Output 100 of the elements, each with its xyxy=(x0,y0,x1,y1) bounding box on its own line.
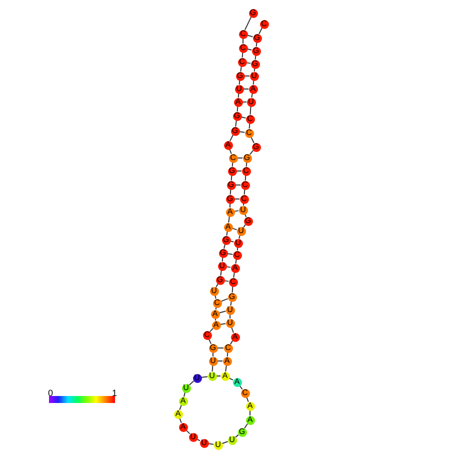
backbone-line xyxy=(250,106,252,115)
backbone-line xyxy=(230,175,232,181)
nucleotide-circle: C xyxy=(238,58,246,66)
nucleotide-circle: C xyxy=(240,388,250,398)
nucleotide-circle: U xyxy=(236,226,246,236)
nucleotide-circle: C xyxy=(242,166,250,176)
nucleotide-circle: C xyxy=(260,20,268,28)
nucleotide-circle: U xyxy=(208,372,216,380)
nucleotide-circle: U xyxy=(226,318,234,328)
nucleotide-circle: C xyxy=(224,344,232,352)
nucleotide-circle: G xyxy=(230,126,240,136)
backbone-line xyxy=(248,123,250,129)
nucleotide-circle: G xyxy=(226,194,234,204)
nucleotide-circle: U xyxy=(208,356,218,366)
nucleotide-circle: A xyxy=(246,402,254,410)
base-pair-line xyxy=(234,198,240,200)
nucleotide-circle: U xyxy=(188,432,198,442)
nucleotide-circle: G xyxy=(228,292,236,302)
nucleotide-circle: C xyxy=(238,44,248,52)
nucleotide-circle: C xyxy=(244,128,254,138)
nucleotide-circle: A xyxy=(224,140,232,150)
nucleotide-circle: G xyxy=(222,236,230,244)
nucleotide-circle: C xyxy=(238,30,248,38)
backbone-line xyxy=(230,340,234,345)
nucleotide-circle: G xyxy=(252,34,262,42)
nucleotide-circle: G xyxy=(232,112,242,120)
base-pair-line xyxy=(232,228,238,230)
nucleotide-circle: U xyxy=(234,84,244,94)
scale-label: 0 xyxy=(48,389,54,398)
nucleotide-circle: A xyxy=(234,98,242,106)
nucleotide-circle: A xyxy=(212,320,220,330)
nucleotide-circle: A xyxy=(248,84,258,94)
nucleotide-circle: C xyxy=(228,278,238,286)
backbone-line xyxy=(236,106,238,112)
nucleotide-circle: A xyxy=(210,310,220,318)
nucleotide-circle: A xyxy=(178,396,188,406)
nucleotide-circle: A xyxy=(224,222,232,232)
backbone-line xyxy=(244,16,252,30)
nucleotide-circle: U xyxy=(182,384,190,392)
backbone-line xyxy=(222,441,228,444)
nucleotide-circle: U xyxy=(234,238,242,248)
nucleotide-circle: C xyxy=(232,250,242,260)
nucleotide-circle: U xyxy=(192,374,202,382)
nucleotide-circle: A xyxy=(222,356,232,366)
nucleotide-circle: U xyxy=(238,206,248,214)
base-pair-line xyxy=(218,310,226,314)
nucleotide-circle: G xyxy=(236,72,244,80)
backbone-line xyxy=(210,328,214,332)
nucleotide-circle: C xyxy=(240,194,248,204)
nucleotide-circle: C xyxy=(212,298,222,308)
backbone-line xyxy=(244,175,246,181)
nucleotide-circle: U xyxy=(200,438,208,448)
backbone-line xyxy=(231,326,234,334)
backbone-line xyxy=(179,404,182,410)
nucleotide-circle: A xyxy=(246,416,254,424)
base-pair-line xyxy=(236,170,242,172)
nucleotide-circle: G xyxy=(226,180,236,190)
nucleotide-circle: G xyxy=(238,428,246,436)
backbone-line xyxy=(244,189,246,195)
nucleotide-circle: G xyxy=(252,46,260,56)
base-pair-line xyxy=(217,360,223,362)
backbone-line xyxy=(242,52,244,58)
nucleotide-circle: U xyxy=(246,98,256,106)
nucleotide-circle: C xyxy=(240,180,250,190)
backbone-line xyxy=(212,365,214,372)
nucleotide-circle: A xyxy=(232,378,242,386)
nucleotide-circle: U xyxy=(250,72,258,80)
backbone-line xyxy=(188,380,194,386)
nucleotide-circle: C xyxy=(228,154,238,162)
scale-label: 1 xyxy=(112,389,118,398)
nucleotide-circle: U xyxy=(218,262,226,270)
backbone-line xyxy=(214,318,216,322)
nucleotide-circle: G xyxy=(244,216,252,226)
nucleotide-circle: A xyxy=(220,372,230,380)
nucleotide-circle: A xyxy=(178,422,188,432)
nucleotide-circle: G xyxy=(250,60,260,68)
base-pair-line xyxy=(243,88,249,90)
nucleotide-circle: U xyxy=(228,436,236,444)
nucleotide-circle: A xyxy=(174,410,182,418)
nucleotide-circle: G xyxy=(242,154,252,162)
backbone-line xyxy=(242,38,244,44)
base-pair-line xyxy=(235,184,241,186)
nucleotide-circle: U xyxy=(214,440,222,450)
nucleotide-circle: G xyxy=(228,166,236,176)
nucleotide-circle: A xyxy=(230,264,240,272)
nucleotide-circle: G xyxy=(252,142,260,152)
nucleotide-circle: U xyxy=(210,286,218,296)
nucleotide-circle: G xyxy=(208,344,218,352)
nucleotide-circle: A xyxy=(226,208,234,216)
nucleotide-circle: G xyxy=(216,276,224,284)
nucleotide-circle: U xyxy=(226,306,234,314)
nucleotide-circle: C xyxy=(246,114,254,124)
backbone-line xyxy=(242,202,244,206)
backbone-line xyxy=(232,286,234,293)
nucleotide-circle: C xyxy=(202,330,212,340)
backbone-line xyxy=(230,189,232,195)
backbone-line xyxy=(244,423,248,429)
nucleotide-circle: G xyxy=(218,248,228,258)
nucleotide-circle: G xyxy=(248,8,258,18)
nucleotide-circle: A xyxy=(230,332,240,342)
